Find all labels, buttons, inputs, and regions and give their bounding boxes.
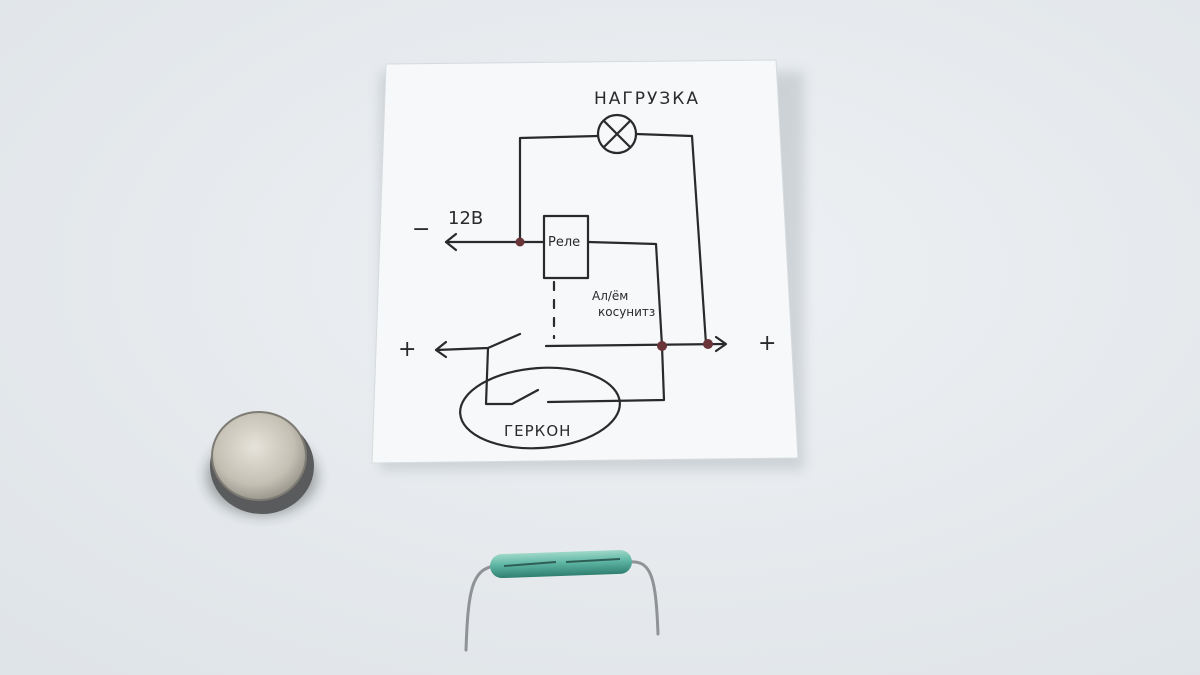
junction-dot bbox=[657, 341, 667, 351]
load-label: НАГРУЗКА bbox=[594, 89, 700, 109]
junction-dot bbox=[703, 339, 713, 349]
arrow-minus bbox=[444, 232, 458, 252]
junction-dots bbox=[515, 237, 713, 351]
circuit-sketch bbox=[434, 113, 728, 450]
note-line-1: Ал/ём bbox=[592, 289, 628, 303]
reed-switch bbox=[464, 549, 660, 652]
magnet-top bbox=[211, 411, 307, 501]
wire-reed-left bbox=[484, 346, 540, 406]
relay-label: Реле bbox=[548, 235, 580, 250]
reed-label: ГЕРКОН bbox=[504, 422, 571, 440]
lamp-symbol bbox=[596, 113, 638, 155]
reed-ellipse bbox=[459, 366, 621, 450]
junction-dot bbox=[515, 237, 525, 247]
wire-top-left bbox=[518, 134, 600, 244]
minus-sign: − bbox=[412, 217, 430, 242]
paper-sheet bbox=[371, 59, 799, 464]
wire-reed-right bbox=[546, 344, 666, 404]
voltage-label: 12В bbox=[448, 208, 483, 229]
reed-inner-contact bbox=[503, 558, 621, 567]
arrow-plus-left bbox=[434, 340, 448, 359]
wire-plus-main bbox=[544, 342, 726, 348]
reed-glass bbox=[490, 549, 632, 579]
reed-lead-left bbox=[464, 564, 496, 652]
note-line-2: косунитз bbox=[598, 305, 655, 319]
relay-box bbox=[542, 214, 590, 280]
lamp-cross bbox=[602, 119, 632, 149]
wire-relay-right bbox=[586, 240, 664, 348]
magnet bbox=[206, 411, 318, 516]
plus-right: + bbox=[758, 331, 776, 356]
wire-top-right bbox=[634, 132, 708, 346]
arrow-plus-right bbox=[714, 335, 728, 353]
reed-lead-right bbox=[628, 560, 660, 636]
plus-left: + bbox=[398, 337, 416, 362]
